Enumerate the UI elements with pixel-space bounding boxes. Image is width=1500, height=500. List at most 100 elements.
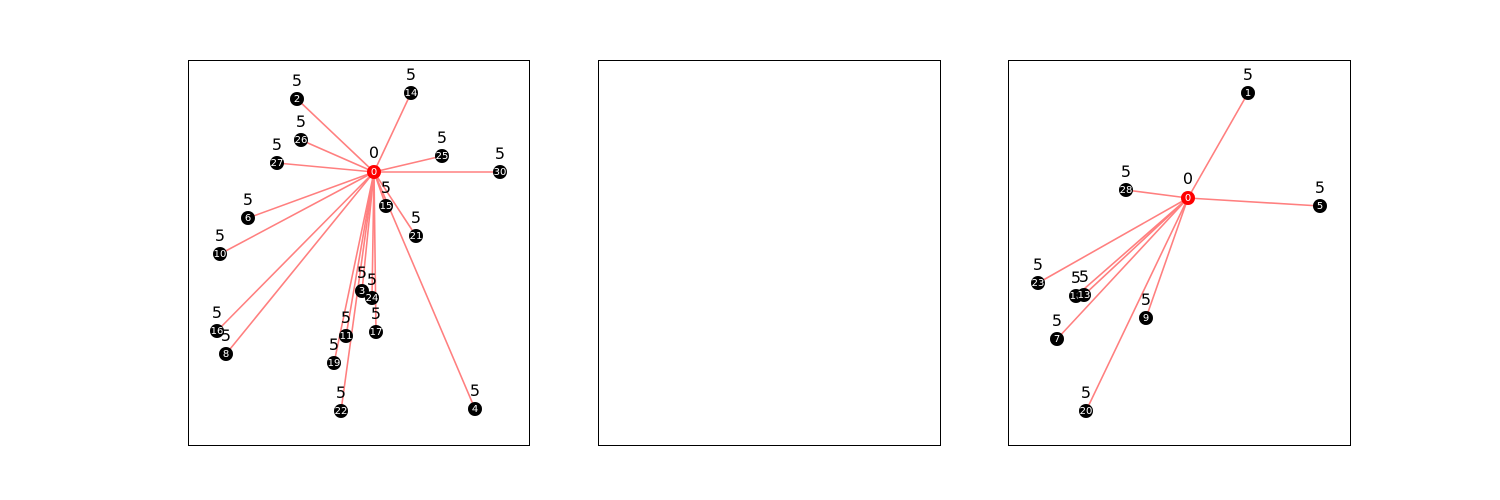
node-circle (1241, 86, 1255, 100)
node-circle (493, 165, 507, 179)
node-id-label: 20 (1080, 406, 1093, 417)
node-28: 28 (1119, 183, 1133, 197)
node-id-label: 16 (211, 326, 224, 337)
node-value-label: 5 (406, 65, 416, 84)
center-value-label: 0 (369, 143, 379, 162)
center-value-label: 0 (1183, 169, 1193, 188)
edge-0-9 (1145, 197, 1189, 319)
node-circle (210, 324, 224, 338)
node-value-label: 5 (1121, 162, 1131, 181)
node-circle (339, 329, 353, 343)
node-id-label: 8 (223, 349, 229, 360)
node-circle (1139, 311, 1153, 325)
edge-0-20 (1085, 197, 1189, 412)
node-value-label: 5 (336, 383, 346, 402)
node-circle (355, 284, 369, 298)
node-value-label: 5 (215, 226, 225, 245)
edge-0-16 (216, 171, 375, 332)
node-circle (468, 402, 482, 416)
edge-0-27 (276, 162, 375, 173)
node-id-label: 7 (1054, 334, 1060, 345)
node-30: 30 (493, 165, 507, 179)
edge-0-10 (219, 171, 375, 255)
node-13: 13 (1077, 288, 1091, 302)
node-value-label: 5 (292, 71, 302, 90)
node-25: 25 (435, 149, 449, 163)
node-23: 23 (1031, 276, 1045, 290)
center-node-circle (367, 165, 381, 179)
node-value-label: 5 (296, 112, 306, 131)
edge-0-5 (1187, 197, 1321, 207)
node-id-label: 26 (295, 135, 308, 146)
node-value-label: 5 (1141, 290, 1151, 309)
node-10: 10 (213, 247, 227, 261)
node-value-label: 5 (1052, 311, 1062, 330)
node-16: 16 (210, 324, 224, 338)
center-id-label: 0 (1185, 193, 1191, 204)
edge-0-2 (296, 98, 375, 173)
node-value-label: 5 (272, 135, 282, 154)
node-id-label: 15 (380, 201, 393, 212)
node-value-label: 5 (1071, 268, 1081, 287)
edges (1037, 92, 1321, 412)
node-circle (1031, 276, 1045, 290)
node-id-label: 3 (359, 286, 365, 297)
node-circle (404, 86, 418, 100)
edge-0-19 (333, 171, 375, 364)
node-id-label: 24 (366, 293, 379, 304)
node-circle (334, 404, 348, 418)
node-id-label: 30 (494, 167, 507, 178)
node-circle (213, 247, 227, 261)
graph-panel-2 (598, 60, 941, 446)
node-circle (1077, 288, 1091, 302)
node-id-label: 28 (1120, 185, 1133, 196)
node-3: 3 (355, 284, 369, 298)
node-24: 24 (365, 291, 379, 305)
node-id-label: 5 (1317, 201, 1323, 212)
node-id-label: 6 (245, 213, 251, 224)
node-26: 26 (294, 133, 308, 147)
node-id-label: 23 (1032, 278, 1045, 289)
node-6: 6 (241, 211, 255, 225)
node-circle (369, 325, 383, 339)
node-id-label: 1 (1245, 88, 1251, 99)
node-value-label: 5 (411, 208, 421, 227)
node-value-label: 5 (367, 270, 377, 289)
node-value-label: 5 (329, 335, 339, 354)
edge-0-26 (300, 139, 375, 173)
node-id-label: 2 (294, 94, 300, 105)
node-value-label: 5 (1315, 178, 1325, 197)
node-id-label: 10 (214, 249, 227, 260)
node-id-label: 21 (410, 231, 423, 242)
node-circle (365, 291, 379, 305)
node-value-label: 5 (1081, 383, 1091, 402)
node-id-label: 27 (271, 158, 284, 169)
node-14: 14 (404, 86, 418, 100)
node-21: 21 (409, 229, 423, 243)
node-id-label: 9 (1143, 313, 1149, 324)
node-id-label: 25 (436, 151, 449, 162)
edge-0-4 (373, 171, 476, 410)
edge-0-8 (225, 171, 375, 355)
graph-canvas-2 (599, 61, 940, 445)
node-1: 1 (1241, 86, 1255, 100)
node-id-label: 17 (370, 327, 383, 338)
center-id-label: 0 (371, 167, 377, 178)
edge-0-1 (1187, 92, 1249, 199)
node-value-label: 5 (357, 263, 367, 282)
node-circle (1313, 199, 1327, 213)
edge-0-6 (247, 171, 375, 219)
node-7: 7 (1050, 332, 1064, 346)
node-circle (290, 92, 304, 106)
node-11: 11 (339, 329, 353, 343)
center-node-circle (1181, 191, 1195, 205)
node-value-label: 5 (1079, 267, 1089, 286)
node-5: 5 (1313, 199, 1327, 213)
